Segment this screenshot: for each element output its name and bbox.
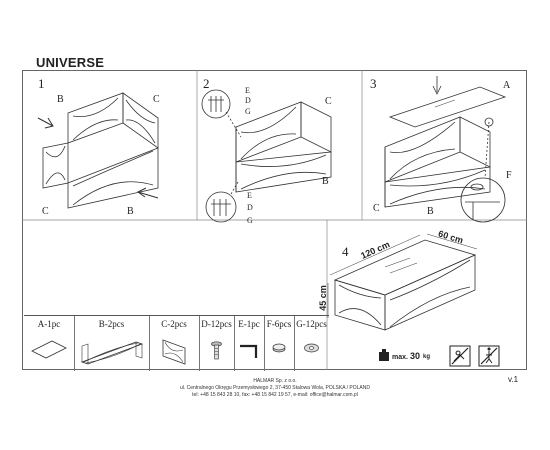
no-sitting-icon — [449, 345, 471, 367]
part-callout: E — [247, 191, 252, 200]
version-label: v.1 — [508, 375, 519, 384]
company-name: HALMAR Sp. z o.o. — [253, 378, 297, 384]
part-cell: A-1pc — [24, 316, 75, 371]
company-footer: HALMAR Sp. z o.o. ul. Centralnego Okręgu… — [0, 378, 550, 399]
part-cell: E-1pc — [234, 316, 265, 371]
max-load-prefix: max. — [392, 354, 408, 361]
part-label: D-12pcs — [201, 319, 232, 329]
allen-key-icon — [240, 344, 258, 358]
part-callout: B — [427, 206, 434, 217]
washer-icon — [304, 343, 319, 353]
part-cell: D-12pcs — [199, 316, 235, 371]
dimension-height: 45 cm — [317, 285, 328, 311]
step4-drawing — [327, 233, 478, 331]
part-label: G-12pcs — [296, 319, 327, 329]
pad-icon — [272, 343, 286, 353]
part-cell: F-6pcs — [264, 316, 295, 371]
step-number: 4 — [342, 244, 349, 259]
part-callout: B — [322, 176, 329, 187]
part-callout: A — [503, 80, 511, 91]
part-callout: C — [373, 203, 380, 214]
part-label: F-6pcs — [266, 319, 292, 329]
part-cell: G-12pcs — [294, 316, 329, 371]
part-callout: C — [153, 94, 160, 105]
part-cell: C-2pcs — [149, 316, 200, 371]
parts-list: A-1pc B-2pcs C-2pcs D-12pcs E-1pc F-6pcs… — [24, 315, 329, 371]
step-number: 3 — [370, 76, 377, 91]
part-callout: B — [57, 94, 64, 105]
part-label: A-1pc — [37, 319, 61, 329]
part-callout: E — [245, 86, 250, 95]
max-load-unit: kg — [423, 354, 431, 360]
document-title: UNIVERSE — [36, 55, 105, 70]
step-number: 1 — [38, 76, 45, 91]
company-address: ul. Centralnego Okręgu Przemysłowego 2, … — [179, 385, 370, 391]
instruction-frame — [22, 70, 527, 370]
glass-top-icon — [31, 340, 67, 359]
step1-drawing — [37, 92, 159, 209]
short-frame-icon — [162, 339, 186, 365]
step2-drawing — [201, 89, 332, 223]
part-cell: B-2pcs — [74, 316, 150, 371]
part-callout: B — [127, 206, 134, 217]
part-callout: C — [325, 96, 332, 107]
bolt-icon — [211, 341, 222, 360]
part-callout: D — [247, 203, 253, 212]
no-standing-icon — [478, 345, 500, 367]
weight-icon — [379, 349, 389, 361]
part-label: E-1pc — [238, 319, 260, 329]
part-callout: C — [42, 206, 49, 217]
part-callout: G — [245, 107, 251, 116]
company-contact: tel: +48 15 843 28 10, fax: +48 15 842 1… — [192, 392, 358, 398]
max-load-value: 30 — [410, 351, 421, 361]
part-label: C-2pcs — [161, 319, 187, 329]
step3-drawing — [384, 76, 507, 223]
long-frame-icon — [80, 341, 144, 365]
part-callout: F — [506, 170, 512, 181]
part-label: B-2pcs — [98, 319, 125, 329]
part-callout: G — [247, 216, 253, 225]
step-number: 2 — [203, 76, 210, 91]
part-callout: D — [245, 96, 251, 105]
